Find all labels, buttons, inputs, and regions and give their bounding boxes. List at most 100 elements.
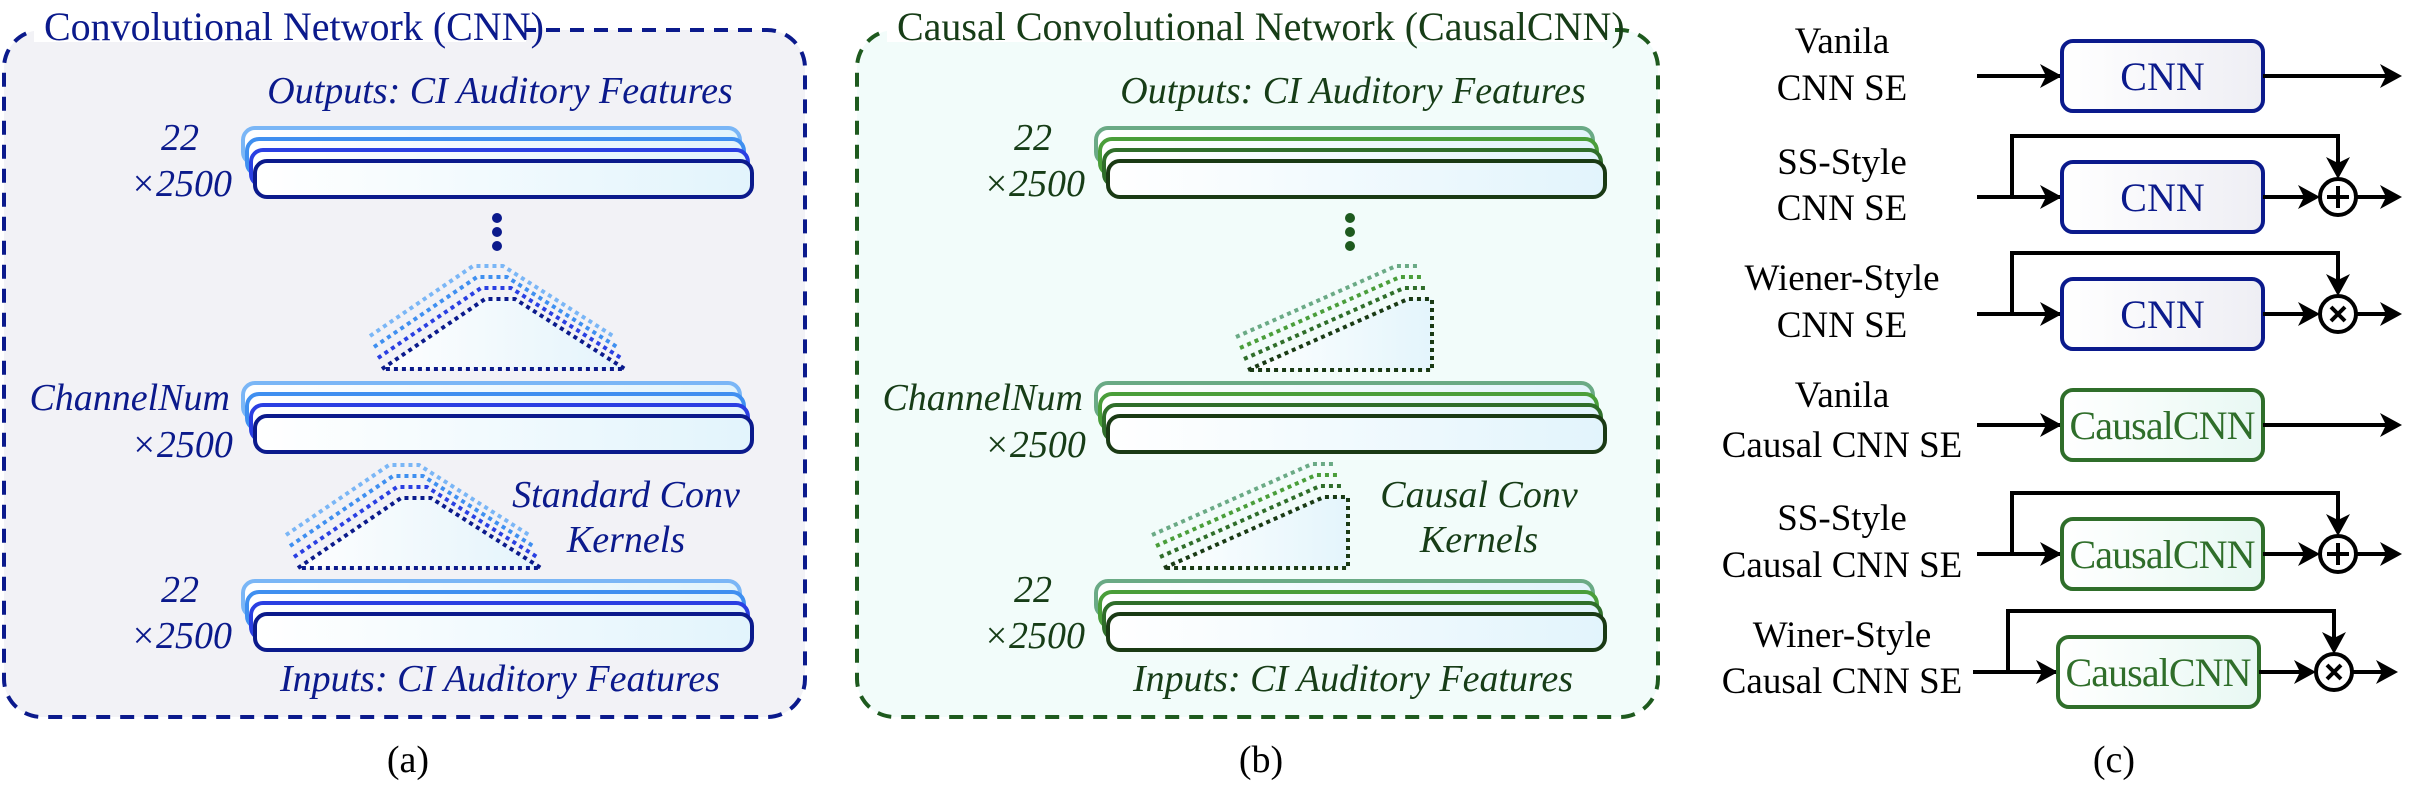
variant-label-line2: Causal CNN SE (1722, 425, 1963, 466)
inputs-label: Inputs: CI Auditory Features (1132, 658, 1573, 700)
middle-dims-line2: ×2500 (984, 424, 1086, 466)
arrowhead-icon (2040, 64, 2062, 88)
kernel-layer (1151, 462, 1336, 537)
arrowhead-icon (2294, 660, 2316, 684)
arrowhead-icon (2326, 157, 2350, 179)
block-label: CausalCNN (2066, 650, 2252, 695)
block-label: CNN (2120, 54, 2204, 99)
upper-kernel-stack (368, 264, 627, 371)
ellipsis-dots (1345, 213, 1355, 251)
top-feature-stack (241, 126, 754, 199)
kernel-layer (1246, 297, 1434, 372)
block-label: CNN (2120, 292, 2204, 337)
panel-caption-a: (a) (387, 739, 429, 781)
bottom-feature-stack (1094, 579, 1607, 652)
top-dims-line1: 22 (161, 117, 199, 159)
arrowhead-icon (2326, 514, 2350, 536)
variant-label-line1: SS-Style (1777, 498, 1907, 539)
kernel-layer (380, 297, 627, 371)
arrowhead-icon (2298, 542, 2320, 566)
lower-kernel-stack (284, 463, 543, 570)
top-feature-stack (1094, 126, 1607, 199)
top-dims-line1: 22 (1014, 117, 1052, 159)
panel-caption-c: (c) (2093, 739, 2135, 781)
variant-label-line2: CNN SE (1777, 305, 1908, 346)
variant-label-line2: Causal CNN SE (1722, 661, 1963, 702)
arrowhead-icon (2322, 632, 2346, 654)
kernel-layer (1239, 275, 1424, 350)
arrowhead-icon (2040, 413, 2062, 437)
middle-feature-stack (1094, 381, 1607, 454)
middle-feature-stack (241, 381, 754, 454)
kernel-layer (288, 474, 535, 548)
variant-label-line1: Winer-Style (1753, 615, 1932, 656)
plus-icon (2327, 543, 2349, 565)
kernel-label-line2: Kernels (1419, 519, 1538, 561)
kernel-layer (1159, 484, 1344, 559)
bottom-feature-stack (241, 579, 754, 652)
outputs-label: Outputs: CI Auditory Features (267, 70, 732, 112)
feature-layer (1106, 414, 1607, 454)
arrowhead-icon (2040, 542, 2062, 566)
arrowhead-icon (2036, 660, 2058, 684)
feature-layer (253, 159, 754, 199)
bottom-dims-line2: ×2500 (983, 615, 1085, 657)
bottom-dims-line1: 22 (1014, 569, 1052, 611)
middle-dims-line2: ×2500 (131, 424, 233, 466)
bottom-dims-line2: ×2500 (130, 615, 232, 657)
variant-label-line1: Vanila (1795, 21, 1890, 62)
arrowhead-icon (2040, 302, 2062, 326)
variant-label-line1: Wiener-Style (1744, 258, 1939, 299)
feature-layer (1106, 159, 1607, 199)
variant-label-line2: CNN SE (1777, 68, 1908, 109)
arrowhead-icon (2376, 660, 2398, 684)
ellipsis-dot (1345, 213, 1355, 223)
kernel-label-line1: Standard Conv (512, 474, 740, 516)
middle-dims-line1: ChannelNum (29, 377, 230, 419)
kernel-label-line1: Causal Conv (1380, 474, 1578, 516)
panel-causal-cnn: Causal Convolutional Network (CausalCNN)… (855, 4, 1660, 781)
kernel-layer (284, 463, 531, 537)
inputs-label: Inputs: CI Auditory Features (279, 658, 720, 700)
arrowhead-icon (2040, 185, 2062, 209)
top-dims-line2: ×2500 (130, 163, 232, 205)
panel-cnn: Convolutional Network (CNN) Outputs: CI … (2, 4, 807, 781)
arrowhead-icon (2380, 185, 2402, 209)
ellipsis-dot (1345, 241, 1355, 251)
ellipsis-dots (492, 213, 502, 251)
kernel-layer (296, 496, 543, 570)
feature-layer (253, 612, 754, 652)
kernel-label-line2: Kernels (566, 519, 685, 561)
ellipsis-dot (492, 227, 502, 237)
arrowhead-icon (2298, 185, 2320, 209)
lower-kernel-stack (1151, 462, 1350, 570)
arrowhead-icon (2380, 413, 2402, 437)
variant-label-line1: Vanila (1795, 375, 1890, 416)
skip-connection (2006, 609, 2336, 672)
times-icon (2325, 663, 2343, 681)
skip-connection (2010, 134, 2340, 197)
panel-causal-cnn-title: Causal Convolutional Network (CausalCNN) (897, 4, 1625, 49)
block-label: CNN (2120, 175, 2204, 220)
kernel-layer (1155, 473, 1340, 548)
kernel-layer (376, 286, 623, 360)
middle-dims-line1: ChannelNum (882, 377, 1083, 419)
arrowhead-icon (2380, 542, 2402, 566)
feature-layer (253, 414, 754, 454)
top-dims-line2: ×2500 (983, 163, 1085, 205)
feature-layer (1106, 612, 1607, 652)
title-backing (887, 10, 1605, 42)
ellipsis-dot (492, 241, 502, 251)
plus-icon (2327, 186, 2349, 208)
variant-label-line1: SS-Style (1777, 142, 1907, 183)
panel-cnn-frame (2, 10, 807, 719)
bottom-dims-line1: 22 (161, 569, 199, 611)
